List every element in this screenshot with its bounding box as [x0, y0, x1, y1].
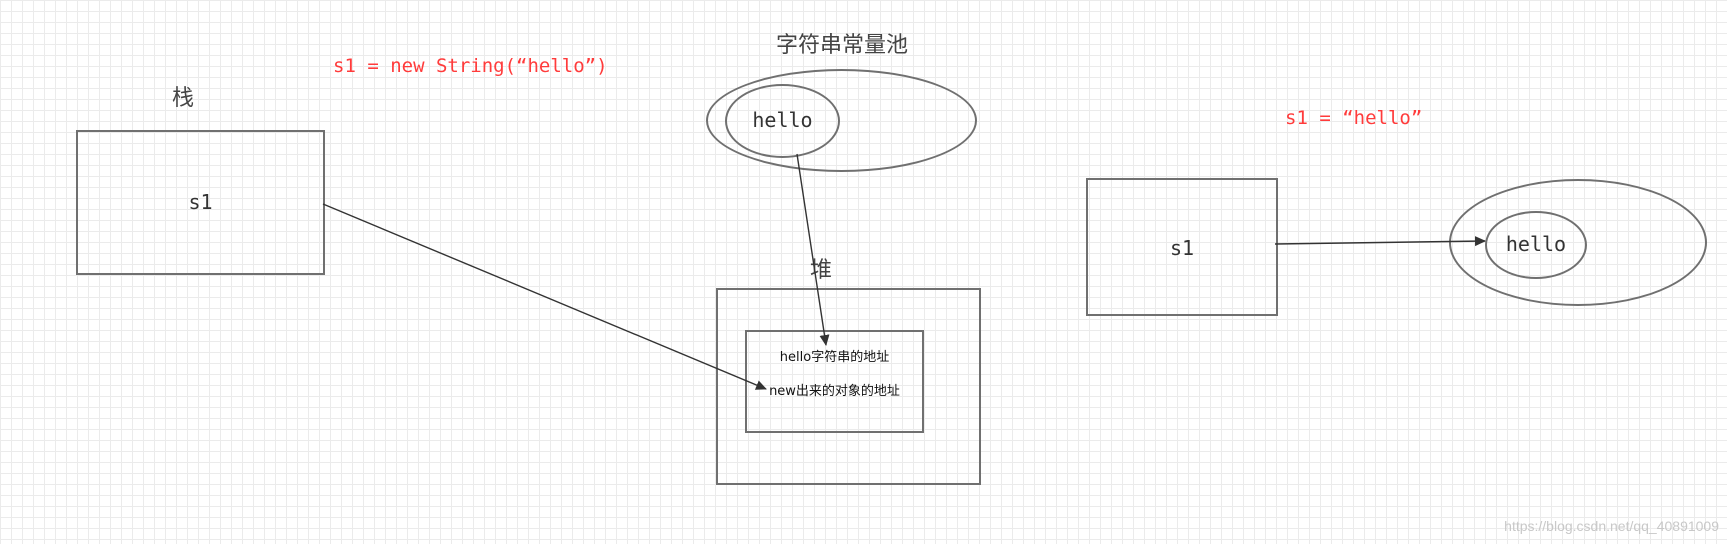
code-label-literal: s1 = “hello” — [1285, 107, 1423, 129]
string-pool-ellipse — [706, 69, 977, 172]
stack-label: 栈 — [172, 86, 195, 111]
pool-hello-text: hello — [752, 108, 813, 132]
arrow-stack-to-heap — [322, 203, 767, 390]
right-hello-ellipse: hello — [1485, 211, 1587, 279]
right-hello-text: hello — [1505, 232, 1567, 256]
right-s1-box: s1 — [1086, 178, 1278, 316]
pool-hello-ellipse: hello — [725, 84, 840, 158]
heap-inner-line1: hello字符串的地址 — [779, 350, 890, 365]
stack-box-text: s1 — [188, 190, 213, 214]
right-s1-text: s1 — [1169, 236, 1195, 260]
heap-inner-line2: new出来的对象的地址 — [769, 384, 900, 399]
code-label-new-string: s1 = new String(“hello”) — [333, 55, 608, 77]
heap-label: 堆 — [810, 258, 833, 283]
heap-inner-box: hello字符串的地址 new出来的对象的地址 — [745, 330, 924, 433]
stack-box: s1 — [76, 130, 325, 275]
watermark: https://blog.csdn.net/qq_40891009 — [1504, 518, 1719, 534]
string-pool-label: 字符串常量池 — [776, 33, 909, 58]
